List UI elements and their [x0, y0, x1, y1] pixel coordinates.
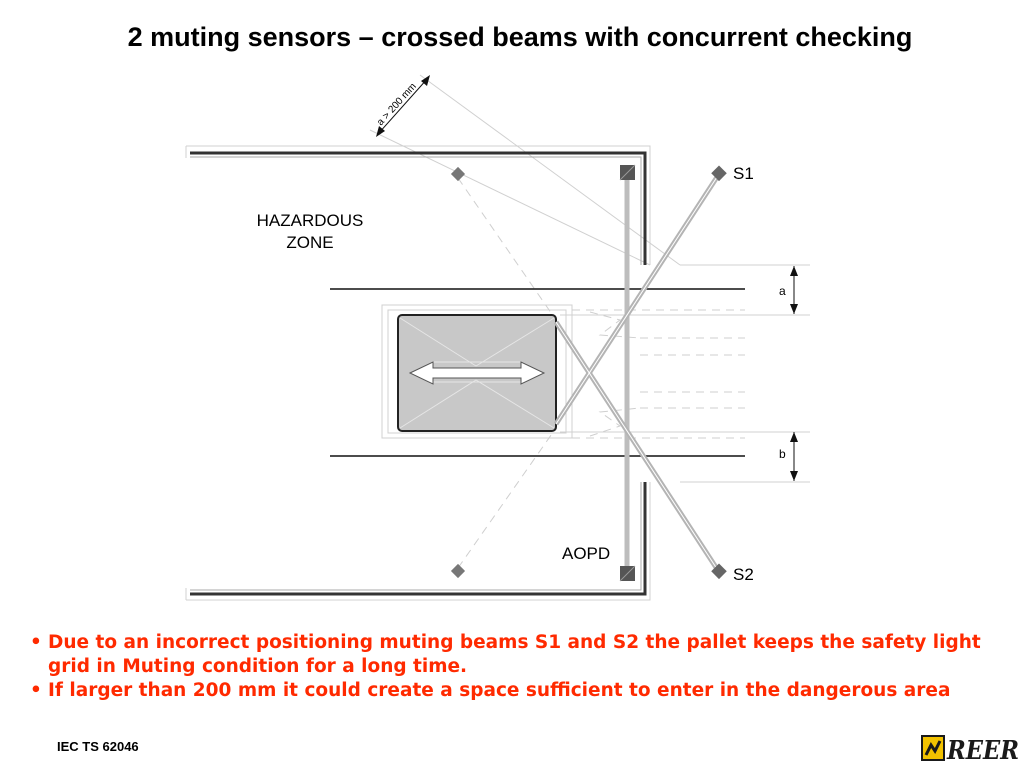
dashed-lines: [457, 177, 745, 569]
dimension-a: [790, 266, 798, 314]
bullet-dot: •: [30, 680, 42, 701]
construction-lines: [185, 74, 810, 601]
bullet-dot: •: [30, 632, 42, 653]
diagonal-dimension: [376, 75, 430, 137]
sensor-s2-label: S2: [733, 565, 754, 584]
sensor-left-bottom-head: [450, 563, 466, 579]
sensor-s1-label: S1: [733, 164, 754, 183]
sensor-left-top-head: [450, 166, 466, 182]
dimension-note-label: a > 200 mm: [375, 81, 419, 128]
dimension-a-label: a: [779, 284, 786, 298]
bullet-text: If larger than 200 mm it could create a …: [48, 680, 951, 701]
bullet-list: • Due to an incorrect positioning muting …: [30, 631, 990, 703]
standard-reference: IEC TS 62046: [57, 739, 139, 754]
bullet-item: • If larger than 200 mm it could create a…: [30, 679, 990, 703]
hazard-zone-label-line1: HAZARDOUS: [257, 211, 364, 230]
hazard-zone-label-line2: ZONE: [286, 233, 333, 252]
dimension-b: [790, 432, 798, 481]
dimension-b-label: b: [779, 447, 786, 461]
muting-diagram: a b a > 200 mm HAZARDOUS ZONE S1 S2 AOPD: [185, 74, 810, 601]
bullet-text: Due to an incorrect positioning muting b…: [48, 632, 981, 677]
reer-logo: REER: [921, 735, 1019, 763]
fence-walls: [190, 151, 647, 596]
logo-text: REER: [946, 736, 1019, 763]
aopd-label: AOPD: [562, 544, 610, 563]
bullet-item: • Due to an incorrect positioning muting …: [30, 631, 990, 679]
double-arrow-icon: [408, 361, 546, 385]
sensor-s1-head: [711, 165, 727, 182]
sensor-s2-head: [711, 563, 727, 580]
page-title: 2 muting sensors – crossed beams with co…: [127, 22, 913, 52]
